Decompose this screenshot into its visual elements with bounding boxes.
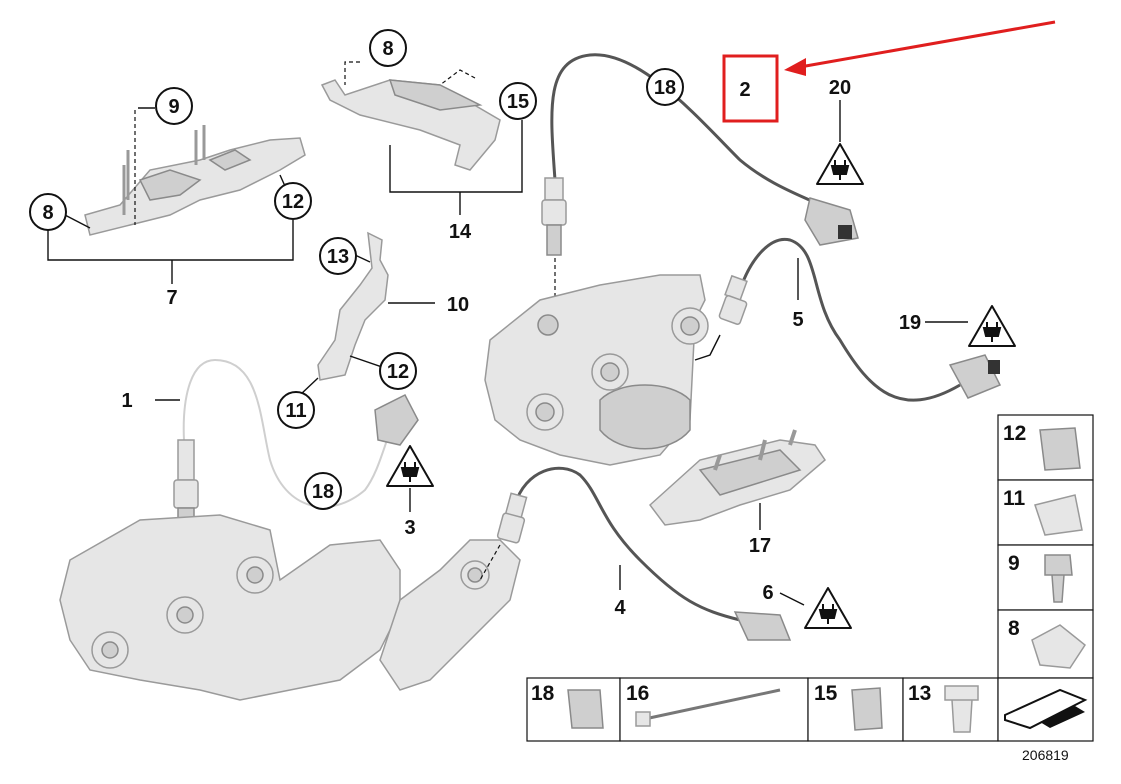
callout-15: 15 (507, 91, 529, 113)
holder-17 (648, 429, 826, 526)
clip-18-icon (567, 689, 604, 729)
warning-plug-icon (804, 587, 852, 629)
callout-14: 14 (449, 221, 472, 243)
callout-19: 19 (899, 312, 921, 334)
bolt-9-icon (1044, 554, 1073, 603)
legend-8: 8 (1008, 617, 1020, 640)
red-arrow (799, 20, 1056, 69)
legend-15: 15 (814, 682, 838, 705)
callout-8: 8 (382, 38, 393, 60)
cable-tie-16-icon (639, 688, 781, 722)
callout-11: 11 (285, 400, 306, 422)
callout-10: 10 (447, 294, 469, 316)
warning-plug-icon (816, 143, 864, 185)
callout-13: 13 (327, 246, 349, 268)
bracket-14 (320, 79, 501, 171)
callout-17: 17 (749, 535, 771, 557)
legend-horizontal: 18 16 15 13 (526, 677, 1094, 742)
callout-8: 8 (42, 202, 53, 224)
callout-2: 2 (739, 79, 750, 101)
warning-plug-icon (386, 445, 434, 487)
clip-12-icon (1039, 427, 1081, 471)
clip-15-icon (851, 687, 883, 731)
callout-4: 4 (614, 597, 626, 619)
legend-18: 18 (531, 682, 555, 705)
clip-8-icon (1031, 624, 1087, 669)
callout-6: 6 (762, 582, 773, 604)
clip-11-icon (1034, 494, 1083, 536)
oxygen-sensor-5 (718, 237, 1002, 402)
callout-12: 12 (282, 191, 304, 213)
catalytic-converter-lower (59, 514, 521, 701)
legend-11: 11 (1003, 487, 1026, 510)
callout-7: 7 (166, 287, 177, 309)
cable-tie-head-icon (635, 711, 651, 727)
callout-20: 20 (829, 77, 851, 99)
legend-12: 12 (1003, 422, 1026, 445)
warning-plug-icon (968, 305, 1016, 347)
callout-18: 18 (312, 481, 334, 503)
legend-9: 9 (1008, 552, 1020, 575)
legend-13: 13 (908, 682, 931, 705)
legend-vertical: 12 11 9 8 (997, 414, 1094, 679)
oxygen-sensor-4 (496, 466, 792, 641)
catalytic-converter-upper (484, 274, 709, 466)
callout-12: 12 (387, 361, 409, 383)
bolt-13-icon (944, 685, 979, 733)
legend-16: 16 (626, 682, 649, 705)
reference-number: 206819 (1022, 747, 1069, 763)
highlight-box (722, 54, 779, 123)
callout-1: 1 (121, 390, 132, 412)
oxygen-sensor-1 (173, 358, 419, 539)
bracket-10 (317, 231, 389, 381)
callout-9: 9 (168, 96, 179, 118)
oxygen-sensor-2 (541, 53, 859, 256)
callout-5: 5 (792, 309, 803, 331)
heat-shield-7 (84, 125, 306, 236)
callout-3: 3 (404, 517, 415, 539)
callout-18: 18 (654, 77, 676, 99)
arrow-head-icon (784, 58, 806, 76)
